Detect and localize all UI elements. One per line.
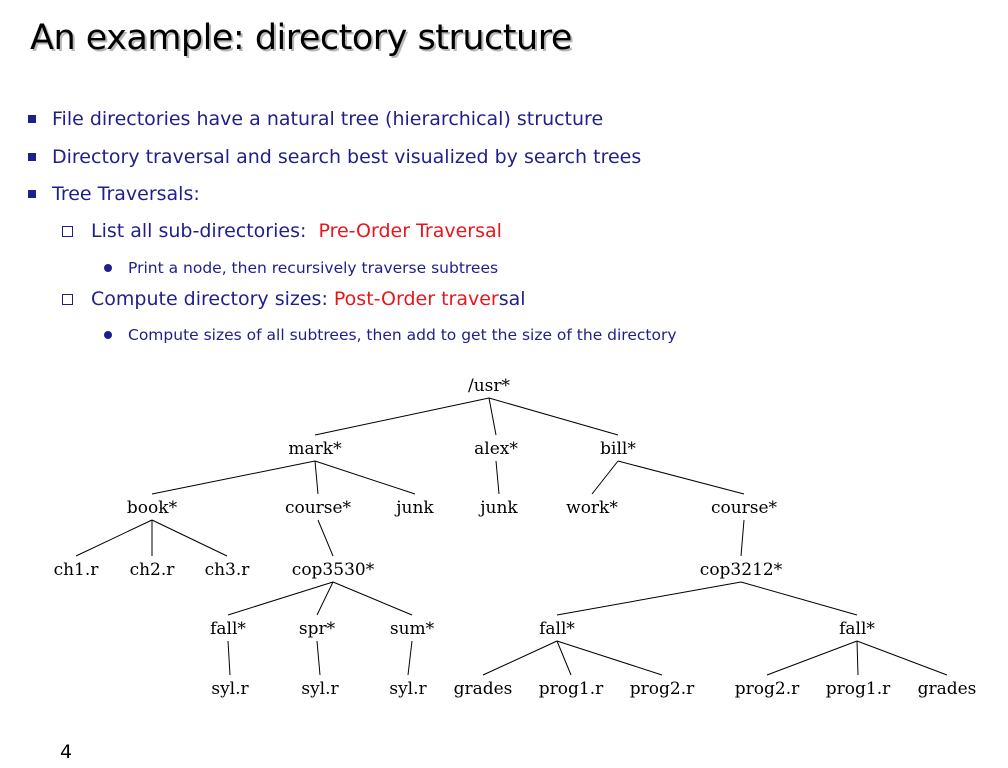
tree-edge [332, 581, 413, 616]
page-number: 4 [60, 741, 73, 763]
tree-edge [314, 397, 490, 436]
tree-nodes: /usr* mark* alex* bill* book* course* junk junk… [54, 376, 977, 699]
bullet-text: Compute sizes of all subtrees, then add … [128, 326, 677, 344]
bullet-text: sal [498, 288, 526, 310]
tree-edge [316, 581, 334, 616]
tree-edge [488, 397, 619, 436]
tree-node-prog2-1: prog2.r [630, 679, 695, 699]
highlighted-term: Pre-Order Traversal [318, 220, 502, 242]
tree-node-junk-m: junk [394, 498, 434, 518]
tree-node-syl-1: syl.r [211, 679, 249, 699]
bullet-text: Compute directory sizes: [91, 288, 334, 310]
tree-node-grades-1: grades [454, 679, 513, 699]
tree-node-spr: spr* [299, 619, 336, 639]
tree-node-junk-a: junk [478, 498, 518, 518]
tree-edge [227, 581, 334, 616]
tree-edge [617, 460, 745, 495]
tree-edge [316, 640, 321, 676]
tree-node-course-b: course* [711, 498, 778, 518]
tree-edge [556, 640, 572, 676]
dot-bullet-icon [104, 264, 112, 272]
tree-edge [766, 640, 858, 676]
tree-node-syl-2: syl.r [301, 679, 339, 699]
tree-node-sum: sum* [390, 619, 435, 639]
tree-node-alex: alex* [474, 439, 518, 459]
tree-edge [740, 519, 745, 557]
bullet-text: List all sub-directories: [91, 220, 319, 242]
tree-edge [314, 460, 319, 495]
slide-title: An example: directory structure [30, 18, 572, 58]
square-bullet-icon [28, 153, 36, 161]
tree-node-fall-b: fall* [539, 619, 575, 639]
tree-edge [488, 397, 497, 436]
tree-node-cop3212: cop3212* [700, 560, 783, 580]
bullet-text: Directory traversal and search best visu… [52, 146, 642, 168]
tree-node-mark: mark* [288, 439, 342, 459]
tree-node-grades-2: grades [918, 679, 977, 699]
hollow-square-bullet-icon [62, 293, 73, 305]
sub-sub-bullet-item: Print a node, then recursively traverse … [104, 259, 498, 277]
tree-node-cop3530: cop3530* [292, 560, 375, 580]
hollow-square-bullet-icon [62, 225, 73, 237]
bullet-list: File directories have a natural tree (hi… [0, 0, 1008, 360]
highlighted-term: Post-Order traver [333, 288, 499, 310]
tree-edge [482, 640, 558, 676]
tree-edge [591, 460, 619, 495]
tree-node-usr: /usr* [468, 376, 511, 396]
tree-edge [740, 581, 858, 616]
bullet-item: Directory traversal and search best visu… [28, 146, 641, 168]
tree-edge [227, 640, 231, 676]
tree-edge [151, 519, 228, 557]
tree-edge [75, 519, 153, 557]
sub-bullet-item: Compute directory sizes: Post-Order trav… [62, 288, 526, 310]
tree-node-ch2: ch2.r [130, 560, 176, 580]
bullet-text: Print a node, then recursively traverse … [128, 259, 499, 277]
bullet-text: File directories have a natural tree (hi… [52, 108, 604, 130]
tree-node-bill: bill* [600, 439, 636, 459]
sub-bullet-item: List all sub-directories: Pre-Order Trav… [62, 220, 502, 242]
tree-node-prog2-2: prog2.r [735, 679, 800, 699]
tree-node-fall-c: fall* [839, 619, 875, 639]
tree-node-syl-3: syl.r [389, 679, 427, 699]
tree-edge [314, 460, 416, 495]
tree-node-prog1-2: prog1.r [826, 679, 891, 699]
tree-node-ch1: ch1.r [54, 560, 100, 580]
bullet-item: Tree Traversals: [28, 183, 200, 205]
square-bullet-icon [28, 115, 36, 123]
bullet-item: File directories have a natural tree (hi… [28, 108, 603, 130]
tree-node-book: book* [127, 498, 178, 518]
tree-edge [151, 460, 316, 495]
sub-sub-bullet-item: Compute sizes of all subtrees, then add … [104, 326, 677, 344]
square-bullet-icon [28, 190, 36, 198]
tree-edge [556, 581, 742, 616]
tree-edge [856, 640, 948, 676]
tree-node-prog1-1: prog1.r [539, 679, 604, 699]
tree-edge [407, 640, 413, 676]
tree-edge [495, 460, 500, 495]
tree-edge [856, 640, 859, 676]
tree-node-ch3: ch3.r [205, 560, 251, 580]
tree-edge [556, 640, 663, 676]
bullet-text: Tree Traversals: [52, 183, 200, 205]
tree-node-course-m: course* [285, 498, 352, 518]
tree-node-work: work* [566, 498, 618, 518]
tree-node-fall-a: fall* [210, 619, 246, 639]
dot-bullet-icon [104, 331, 112, 339]
tree-edges [75, 397, 948, 676]
tree-edge [317, 519, 334, 557]
